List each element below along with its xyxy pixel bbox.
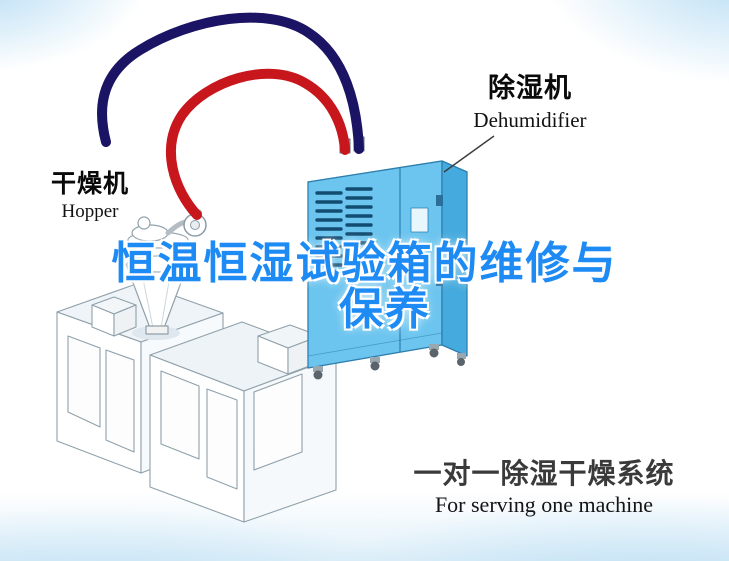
dehumidifier-label-cn: 除湿机 xyxy=(488,73,572,104)
pipe-red xyxy=(165,68,350,220)
hopper-funnel xyxy=(125,216,190,340)
dehumidifier-label-en: Dehumidifier xyxy=(473,107,587,132)
label-pointer-line xyxy=(443,135,495,173)
extruder-machine xyxy=(56,282,337,523)
hopper-label-cn: 干燥机 xyxy=(50,169,129,198)
page-title-line1: 恒温恒湿试验箱的维修与 xyxy=(111,238,618,289)
caption-en: For serving one machine xyxy=(434,492,654,517)
hopper-label: 干燥机 Hopper xyxy=(38,170,142,222)
cabinet-casters xyxy=(313,344,466,380)
cabinet-vents xyxy=(315,187,373,267)
dehumidifier-label: 除湿机 Dehumidifier xyxy=(448,74,612,132)
cabinet-door xyxy=(399,167,443,352)
hopper-label-en: Hopper xyxy=(61,200,119,222)
page-title-line2: 保养 xyxy=(339,284,431,335)
caption-cn: 一对一除湿干燥系统 xyxy=(413,457,675,490)
pipe-navy xyxy=(97,12,364,154)
